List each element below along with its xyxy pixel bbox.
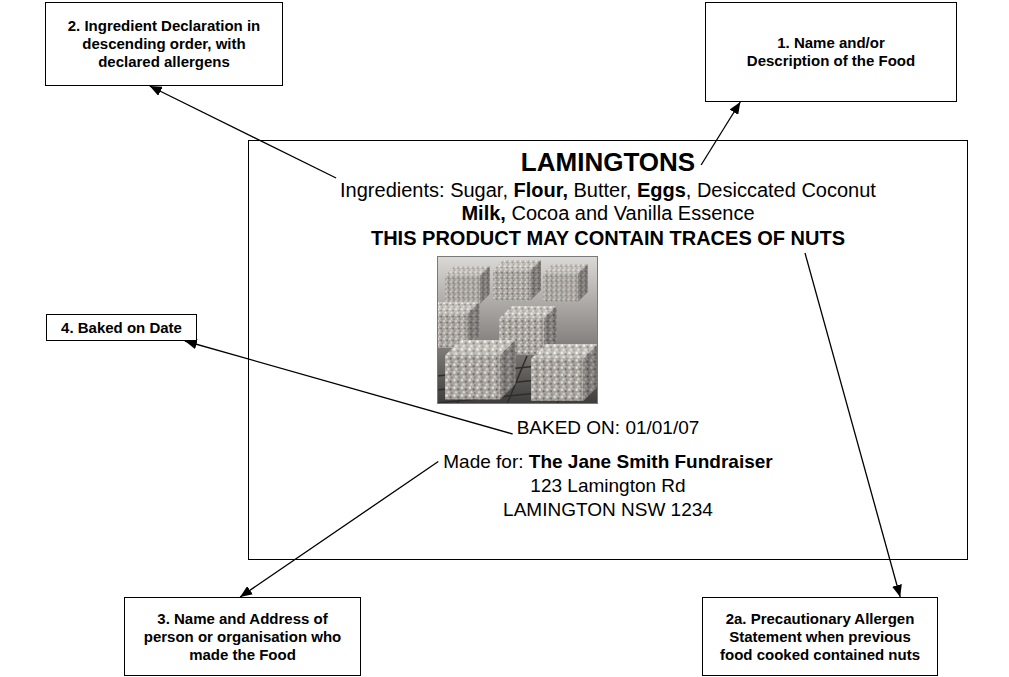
leader-arrow — [240, 462, 438, 598]
leader-arrow — [150, 86, 336, 178]
callout-box: 2a. Precautionary Allergen Statement whe… — [702, 597, 938, 676]
callout-box: 4. Baked on Date — [46, 314, 197, 341]
callout-text: 1. Name and/or Description of the Food — [736, 34, 926, 70]
photo-frame — [438, 257, 598, 404]
maker-name: Made for: The Jane Smith Fundraiser — [249, 451, 967, 473]
product-name: LAMINGTONS — [249, 147, 967, 177]
leader-arrow — [805, 253, 900, 597]
lamington-cake — [445, 266, 490, 304]
lamington-cake — [543, 264, 588, 302]
maker-address: 123 Lamington Rd — [249, 475, 967, 497]
bold-run: Milk, — [461, 202, 505, 224]
bold-run: The Jane Smith Fundraiser — [529, 451, 773, 472]
callout-text: 2. Ingredient Declaration in descending … — [54, 17, 274, 71]
maker-address: LAMINGTON NSW 1234 — [249, 499, 967, 521]
callout-box: 2. Ingredient Declaration in descending … — [45, 2, 283, 86]
callout-text: 3. Name and Address of person or organis… — [133, 610, 352, 664]
lamington-cake — [531, 344, 598, 401]
callout-text: 2a. Precautionary Allergen Statement whe… — [711, 610, 929, 664]
bold-run: Eggs — [637, 179, 686, 201]
allergen-warning: THIS PRODUCT MAY CONTAIN TRACES OF NUTS — [249, 227, 967, 250]
ingredient-list: Ingredients: Sugar, Flour, Butter, Eggs,… — [249, 179, 967, 225]
bold-run: Flour, — [514, 179, 568, 201]
food-label: LAMINGTONSIngredients: Sugar, Flour, But… — [248, 140, 968, 560]
lamington-cake — [493, 260, 541, 301]
callout-box: 3. Name and Address of person or organis… — [124, 597, 361, 676]
callout-text: 4. Baked on Date — [61, 319, 182, 337]
lamington-photo — [437, 256, 598, 404]
lamington-cake — [445, 340, 515, 399]
callout-box: 1. Name and/or Description of the Food — [705, 2, 957, 102]
baked-date: BAKED ON: 01/01/07 — [249, 417, 967, 439]
leader-arrow — [701, 102, 740, 165]
